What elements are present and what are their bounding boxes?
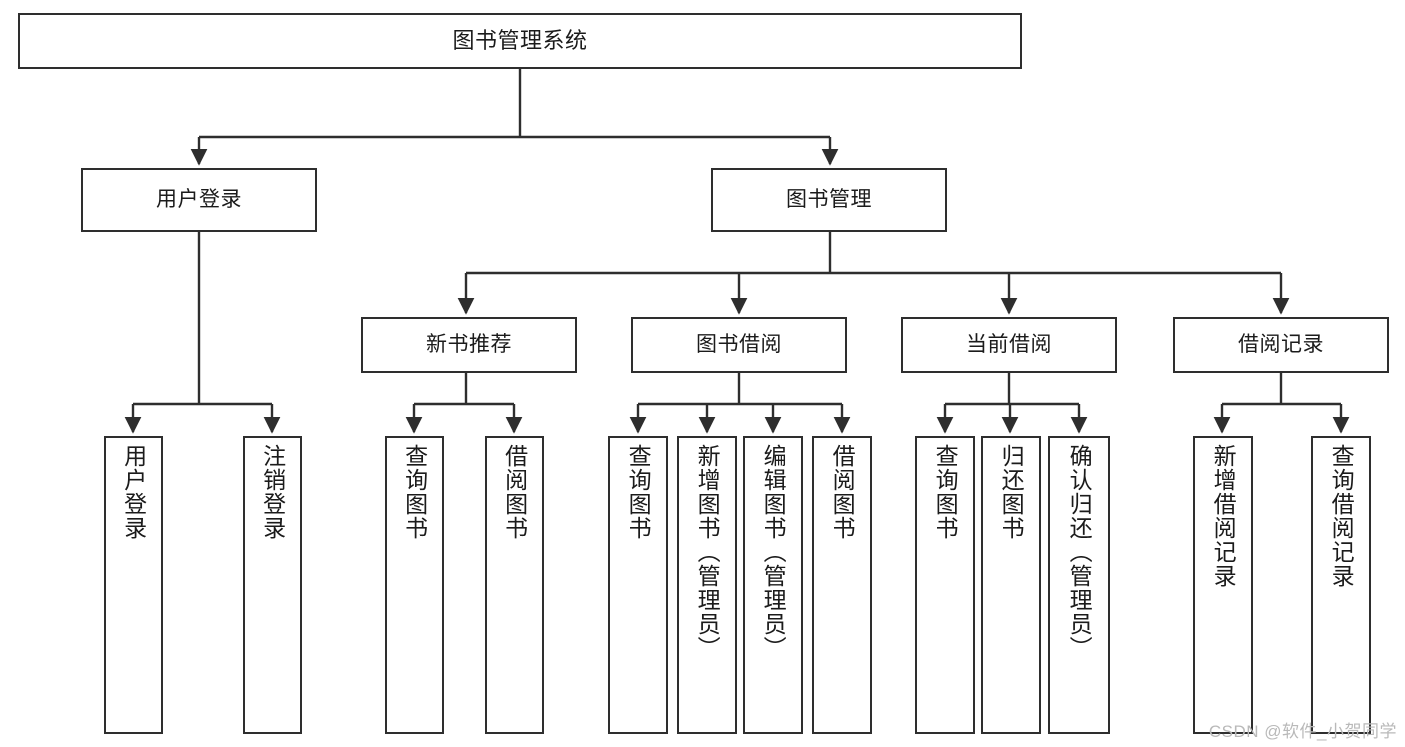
node-leaf-query-book-1-label: 查询图书 bbox=[401, 444, 428, 540]
node-leaf-query-record-label: 查询借阅记录 bbox=[1328, 444, 1355, 588]
node-leaf-borrow-book-2[interactable]: 借阅图书 bbox=[812, 436, 872, 734]
node-leaf-add-book[interactable]: 新增图书（管理员） bbox=[677, 436, 737, 734]
node-leaf-confirm-return-label: 确认归还（管理员） bbox=[1066, 444, 1093, 660]
node-borrow-record-label: 借阅记录 bbox=[1238, 332, 1324, 356]
node-new-book-recommend[interactable]: 新书推荐 bbox=[361, 317, 577, 373]
node-leaf-edit-book-label: 编辑图书（管理员） bbox=[760, 444, 787, 660]
node-leaf-return-book-label: 归还图书 bbox=[998, 444, 1025, 540]
node-book-manage[interactable]: 图书管理 bbox=[711, 168, 947, 232]
node-book-borrow-label: 图书借阅 bbox=[696, 332, 782, 356]
node-leaf-user-logout-label: 注销登录 bbox=[259, 444, 286, 540]
node-leaf-user-logout[interactable]: 注销登录 bbox=[243, 436, 302, 734]
node-leaf-return-book[interactable]: 归还图书 bbox=[981, 436, 1041, 734]
node-leaf-query-book-1[interactable]: 查询图书 bbox=[385, 436, 444, 734]
node-leaf-user-login[interactable]: 用户登录 bbox=[104, 436, 163, 734]
node-leaf-borrow-book-1-label: 借阅图书 bbox=[501, 444, 528, 540]
node-root-system[interactable]: 图书管理系统 bbox=[18, 13, 1022, 69]
node-leaf-edit-book[interactable]: 编辑图书（管理员） bbox=[743, 436, 803, 734]
node-leaf-query-book-3[interactable]: 查询图书 bbox=[915, 436, 975, 734]
node-new-book-recommend-label: 新书推荐 bbox=[426, 332, 512, 356]
node-leaf-query-book-2-label: 查询图书 bbox=[625, 444, 652, 540]
node-leaf-add-record-label: 新增借阅记录 bbox=[1210, 444, 1237, 588]
node-user-login[interactable]: 用户登录 bbox=[81, 168, 317, 232]
node-current-borrow-label: 当前借阅 bbox=[966, 332, 1052, 356]
node-leaf-query-record[interactable]: 查询借阅记录 bbox=[1311, 436, 1371, 734]
node-leaf-user-login-label: 用户登录 bbox=[120, 444, 147, 540]
node-root-system-label: 图书管理系统 bbox=[452, 28, 588, 54]
node-leaf-borrow-book-1[interactable]: 借阅图书 bbox=[485, 436, 544, 734]
node-leaf-borrow-book-2-label: 借阅图书 bbox=[829, 444, 856, 540]
node-leaf-confirm-return[interactable]: 确认归还（管理员） bbox=[1048, 436, 1110, 734]
node-book-manage-label: 图书管理 bbox=[786, 187, 872, 211]
node-leaf-query-book-2[interactable]: 查询图书 bbox=[608, 436, 668, 734]
node-borrow-record[interactable]: 借阅记录 bbox=[1173, 317, 1389, 373]
node-leaf-add-book-label: 新增图书（管理员） bbox=[694, 444, 721, 660]
node-current-borrow[interactable]: 当前借阅 bbox=[901, 317, 1117, 373]
node-user-login-label: 用户登录 bbox=[156, 187, 242, 211]
node-leaf-add-record[interactable]: 新增借阅记录 bbox=[1193, 436, 1253, 734]
node-leaf-query-book-3-label: 查询图书 bbox=[932, 444, 959, 540]
node-book-borrow[interactable]: 图书借阅 bbox=[631, 317, 847, 373]
